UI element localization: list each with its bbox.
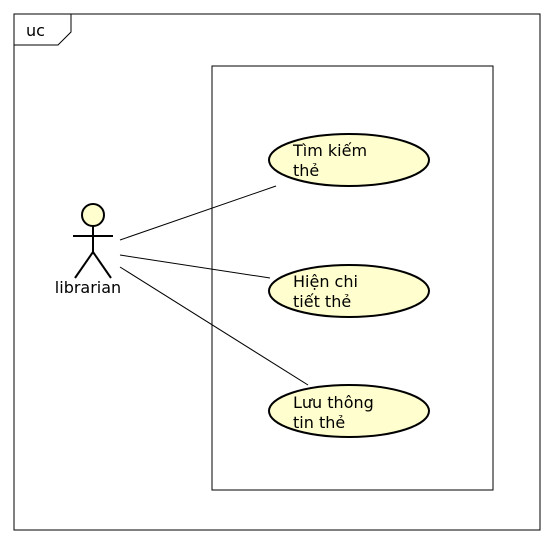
actor-librarian[interactable]: librarian [55, 203, 121, 297]
actor-head [81, 203, 105, 227]
actor-leg-left [74, 251, 94, 279]
use-case-label-line1: Lưu thông [293, 393, 374, 412]
use-case-ellipse [268, 133, 430, 187]
use-case-label-line1: Hiện chi [293, 272, 358, 291]
use-case-ellipse [268, 384, 430, 438]
actor-leg-right [92, 251, 112, 279]
use-case-label-line2: tin thẻ [293, 413, 345, 432]
association-uc1 [119, 185, 277, 241]
frame-label: uc [26, 21, 45, 40]
actor-label: librarian [55, 278, 121, 297]
use-case-label-line1: Tìm kiếm [292, 141, 367, 160]
use-case-ellipse [268, 264, 430, 318]
system-boundary [211, 65, 494, 491]
association-uc3 [119, 266, 309, 386]
use-case-tim-kiem-the[interactable]: Tìm kiếm thẻ [268, 133, 430, 187]
frame-tab [14, 14, 72, 46]
association-uc2 [119, 254, 271, 279]
use-case-label-line2: thẻ [293, 161, 319, 180]
use-case-hien-chi-tiet-the[interactable]: Hiện chi tiết thẻ [268, 264, 430, 318]
use-case-label-line2: tiết thẻ [293, 292, 351, 311]
use-case-luu-thong-tin-the[interactable]: Lưu thông tin thẻ [268, 384, 430, 438]
diagram-frame [13, 13, 541, 531]
